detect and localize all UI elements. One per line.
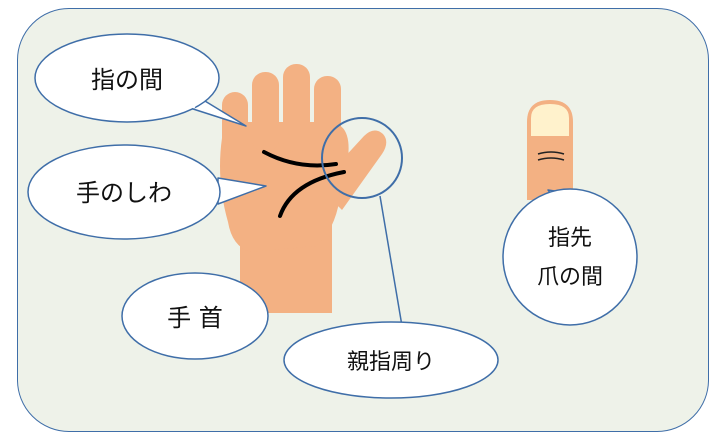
label-around-thumb: 親指周り	[347, 350, 435, 375]
knuckle-line-1	[537, 151, 565, 155]
callout-fingertip: 指先 爪の間	[502, 188, 638, 326]
finger-index	[314, 76, 341, 152]
label-wrist: 手 首	[167, 304, 223, 332]
thumb-highlight-circle	[321, 117, 403, 199]
label-palm-creases: 手のしわ	[76, 179, 172, 207]
callout-around-thumb	[283, 321, 499, 399]
callout-wrist	[121, 272, 269, 360]
knuckle-line-2	[537, 157, 565, 161]
label-between-fingers: 指の間	[91, 66, 163, 94]
finger-illustration	[527, 100, 573, 200]
thumb-pointer-line	[379, 195, 403, 327]
finger-middle	[283, 64, 310, 152]
callout-palm-creases: 手のしわ	[27, 144, 267, 240]
nail-shape	[531, 104, 569, 136]
finger-ring	[252, 72, 279, 152]
thumb-shape	[318, 130, 387, 210]
crease-lower	[278, 170, 346, 218]
callout-between-fingers: 指の間	[34, 33, 247, 127]
label-fingertip: 指先	[548, 226, 592, 251]
crease-upper	[262, 150, 338, 168]
palm-shape	[220, 122, 349, 252]
label-between-nails: 爪の間	[537, 265, 603, 290]
